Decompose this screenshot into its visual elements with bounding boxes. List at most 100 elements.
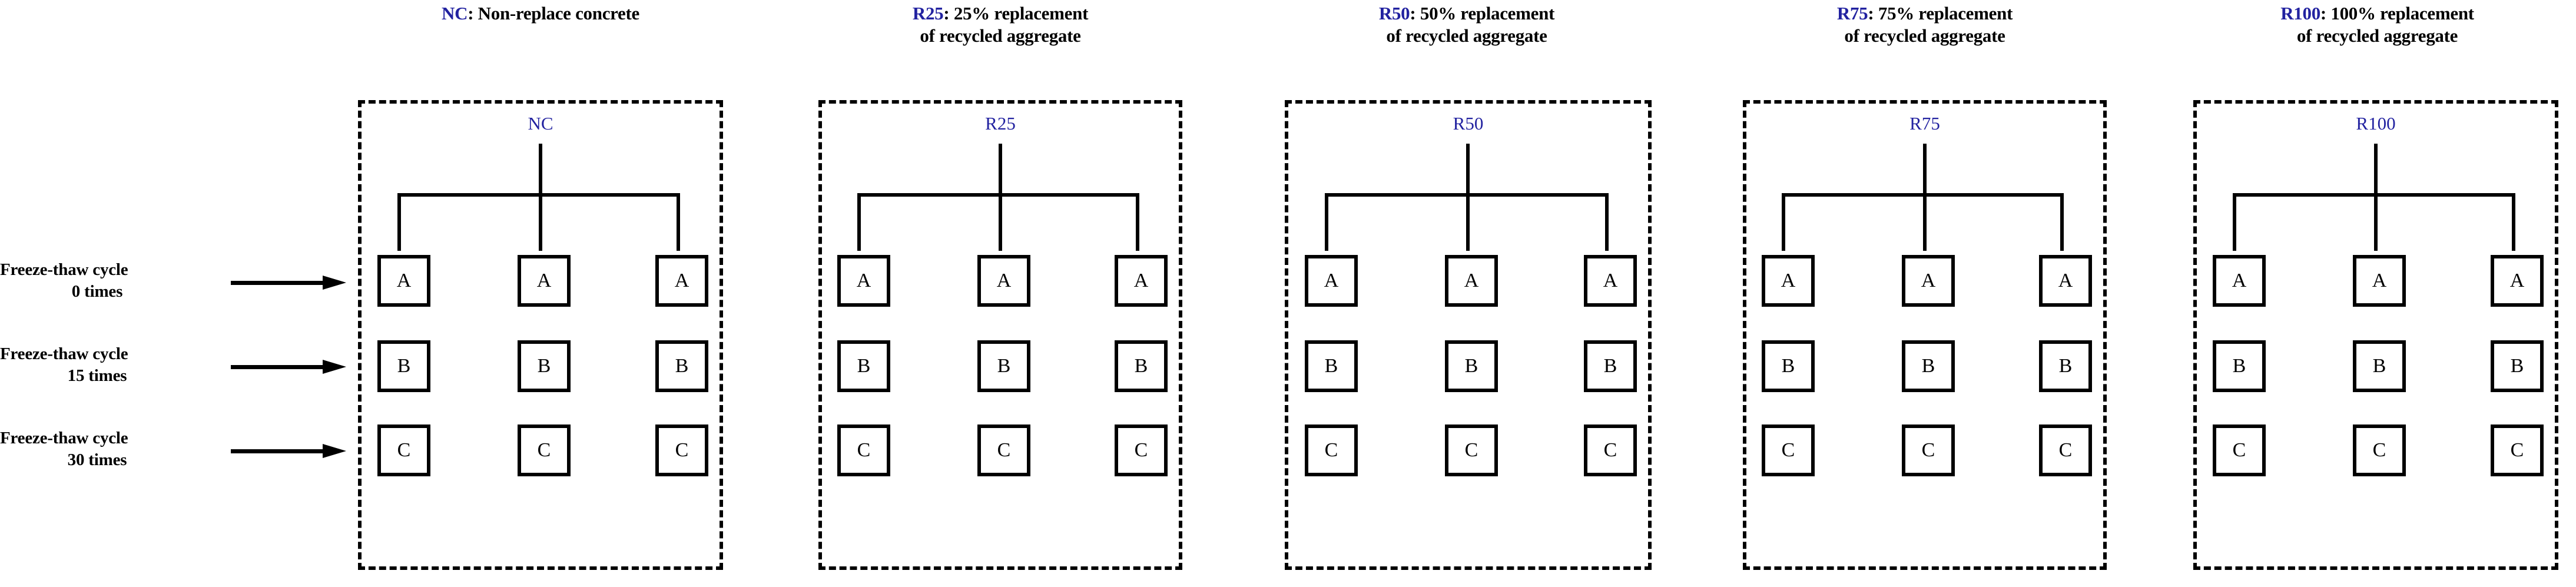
row-label-line1: Freeze-thaw cycle — [0, 344, 128, 363]
tree-connector-r75 — [1746, 104, 2103, 257]
tree-drop-3 — [2512, 193, 2515, 251]
specimen-box[interactable]: A — [1584, 255, 1637, 307]
specimen-box[interactable]: C — [377, 425, 430, 476]
panel-title-desc1: : Non-replace concrete — [468, 3, 639, 24]
tree-drop-1 — [2233, 193, 2236, 251]
specimen-box[interactable]: C — [1305, 425, 1358, 476]
specimen-box[interactable]: B — [2353, 340, 2406, 392]
specimen-box[interactable]: C — [2491, 425, 2544, 476]
specimen-box[interactable]: C — [1902, 425, 1955, 476]
specimen-box[interactable]: A — [655, 255, 708, 307]
panel-title-r75: R75: 75% replacement of recycled aggrega… — [1737, 2, 2113, 47]
tree-drop-3 — [1136, 193, 1139, 251]
panel-code-label-r25: R25 — [985, 113, 1016, 134]
specimen-box[interactable]: C — [977, 425, 1030, 476]
panel-code-label-r100: R100 — [2356, 113, 2396, 134]
arrow-to-row-0 — [231, 276, 346, 290]
specimen-box[interactable]: C — [837, 425, 890, 476]
specimen-box[interactable]: B — [2213, 340, 2266, 392]
panel-title-line1: R75: 75% replacement — [1737, 2, 2113, 25]
panel-title-code: R50 — [1378, 3, 1410, 24]
specimen-box[interactable]: A — [1902, 255, 1955, 307]
row-label-freeze-thaw-0: Freeze-thaw cycle 0 times — [0, 259, 194, 303]
tree-drop-1 — [857, 193, 861, 251]
specimen-box[interactable]: A — [2353, 255, 2406, 307]
panel-nc[interactable]: NC 1 2 3 A A A B B B C C C — [358, 100, 723, 570]
panel-title-desc1: : 25% replacement — [943, 3, 1089, 24]
specimen-box[interactable]: B — [1115, 340, 1168, 392]
panel-r25[interactable]: R25 1 2 3 A A A B B B C C C — [818, 100, 1182, 570]
tree-drop-3 — [1605, 193, 1609, 251]
specimen-box[interactable]: A — [1762, 255, 1815, 307]
panel-title-code: NC — [442, 3, 468, 24]
specimen-box[interactable]: A — [518, 255, 571, 307]
specimen-box[interactable]: B — [1584, 340, 1637, 392]
arrow-shaft — [231, 449, 325, 453]
specimen-box[interactable]: A — [377, 255, 430, 307]
specimen-box[interactable]: A — [2491, 255, 2544, 307]
panel-title-desc1: : 75% replacement — [1868, 3, 2013, 24]
panel-r75[interactable]: R75 1 2 3 A A A B B B C C C — [1743, 100, 2107, 570]
specimen-box[interactable]: B — [2491, 340, 2544, 392]
panel-title-r100: R100: 100% replacement of recycled aggre… — [2187, 2, 2567, 47]
panel-title-desc1: : 100% replacement — [2320, 3, 2474, 24]
specimen-box[interactable]: A — [977, 255, 1030, 307]
specimen-box[interactable]: A — [2039, 255, 2092, 307]
panel-r100[interactable]: R100 1 2 3 A A A B B B C C C — [2193, 100, 2558, 570]
row-label-line2: 15 times — [67, 366, 127, 386]
specimen-box[interactable]: B — [1305, 340, 1358, 392]
specimen-box[interactable]: C — [2213, 425, 2266, 476]
specimen-box[interactable]: B — [837, 340, 890, 392]
specimen-box[interactable]: C — [518, 425, 571, 476]
tree-drop-2 — [1923, 193, 1927, 251]
specimen-box[interactable]: C — [655, 425, 708, 476]
tree-drop-1 — [397, 193, 401, 251]
panel-title-line2: of recycled aggregate — [2296, 25, 2458, 46]
specimen-box[interactable]: C — [1762, 425, 1815, 476]
panel-title-line1: R25: 25% replacement — [813, 2, 1188, 25]
specimen-box[interactable]: B — [518, 340, 571, 392]
specimen-box[interactable]: A — [2213, 255, 2266, 307]
tree-connector-r100 — [2197, 104, 2555, 257]
row-label-freeze-thaw-15: Freeze-thaw cycle 15 times — [0, 343, 194, 387]
arrow-to-row-30 — [231, 444, 346, 458]
row-label-line2: 0 times — [71, 282, 123, 301]
specimen-box[interactable]: B — [2039, 340, 2092, 392]
panel-title-code: R75 — [1836, 3, 1868, 24]
tree-drop-2 — [999, 193, 1002, 251]
panel-code-label-r50: R50 — [1453, 113, 1484, 134]
panel-title-line2: of recycled aggregate — [1386, 25, 1547, 46]
specimen-box[interactable]: C — [2039, 425, 2092, 476]
panel-title-r25: R25: 25% replacement of recycled aggrega… — [813, 2, 1188, 47]
tree-stem — [539, 144, 542, 197]
specimen-box[interactable]: B — [1902, 340, 1955, 392]
tree-connector-r25 — [822, 104, 1179, 257]
specimen-box[interactable]: B — [1762, 340, 1815, 392]
arrow-shaft — [231, 365, 325, 369]
specimen-box[interactable]: C — [1584, 425, 1637, 476]
tree-drop-2 — [1466, 193, 1470, 251]
specimen-box[interactable]: B — [377, 340, 430, 392]
specimen-box[interactable]: A — [1445, 255, 1498, 307]
specimen-box[interactable]: A — [837, 255, 890, 307]
specimen-box[interactable]: B — [1445, 340, 1498, 392]
panel-title-line1: R50: 50% replacement — [1279, 2, 1655, 25]
row-label-line2: 30 times — [67, 450, 127, 470]
panel-title-code: R100 — [2280, 3, 2320, 24]
panel-title-line2: of recycled aggregate — [920, 25, 1081, 46]
specimen-box[interactable]: A — [1115, 255, 1168, 307]
specimen-box[interactable]: B — [977, 340, 1030, 392]
panel-r50[interactable]: R50 1 2 3 A A A B B B C C C — [1285, 100, 1652, 570]
panel-title-line1: R100: 100% replacement — [2187, 2, 2567, 25]
specimen-box[interactable]: B — [655, 340, 708, 392]
specimen-box[interactable]: C — [2353, 425, 2406, 476]
specimen-box[interactable]: C — [1445, 425, 1498, 476]
tree-stem — [999, 144, 1002, 197]
row-label-line1: Freeze-thaw cycle — [0, 429, 128, 447]
arrow-shaft — [231, 281, 325, 285]
specimen-box[interactable]: C — [1115, 425, 1168, 476]
specimen-box[interactable]: A — [1305, 255, 1358, 307]
arrow-head — [323, 276, 346, 290]
panel-title-code: R25 — [912, 3, 944, 24]
